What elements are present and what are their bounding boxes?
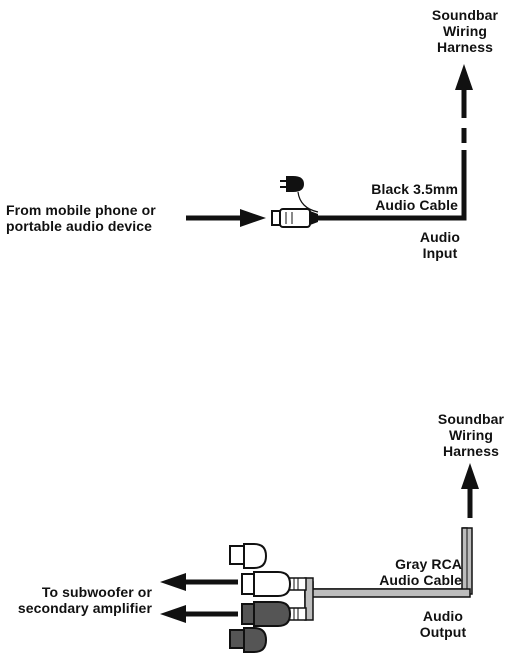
audio-output-label: Audio Output <box>410 608 476 640</box>
dark-rca-cap-icon <box>230 628 266 652</box>
gray-cable-label: Gray RCA Audio Cable <box>350 556 462 588</box>
top-harness-label: Soundbar Wiring Harness <box>420 7 510 55</box>
dark-rca-plug-icon <box>242 602 306 626</box>
jack-dust-cap-icon <box>280 176 318 212</box>
source-device-label: From mobile phone or portable audio devi… <box>6 202 186 234</box>
destination-device-label: To subwoofer or secondary amplifier <box>4 584 152 616</box>
black-cable-label: Black 3.5mm Audio Cable <box>340 181 458 213</box>
white-rca-cap-icon <box>230 544 266 568</box>
audio-input-label: Audio Input <box>408 229 472 261</box>
bottom-harness-arrow <box>461 463 479 518</box>
jack-3.5mm-icon <box>272 209 318 227</box>
top-harness-arrow <box>455 64 473 143</box>
white-rca-plug-icon <box>242 572 306 596</box>
source-input-arrow <box>186 209 266 227</box>
bottom-harness-label: Soundbar Wiring Harness <box>426 411 516 459</box>
output-arrow-lower <box>160 605 238 623</box>
output-arrow-upper <box>160 573 238 591</box>
